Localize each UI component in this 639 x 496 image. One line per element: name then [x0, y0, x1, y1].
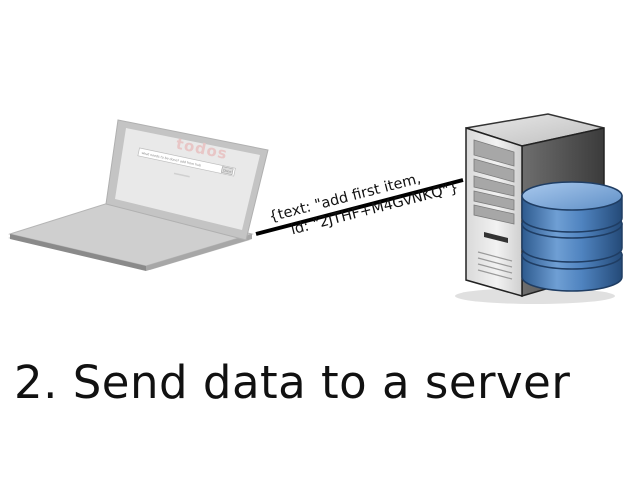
laptop-done-button [220, 166, 234, 176]
laptop-base-edge [10, 234, 146, 271]
server-vents [477, 251, 513, 280]
server-shadow [455, 288, 615, 304]
database [521, 181, 623, 292]
laptop-footer-line [173, 172, 190, 178]
laptop-todo-input [137, 147, 236, 177]
connection-line [255, 178, 464, 236]
step-caption: 2. Send data to a server [14, 356, 571, 409]
laptop-button-label: Done [223, 168, 232, 174]
database-top-face [521, 181, 623, 211]
laptop: todos what needs to be done? add from hu… [8, 119, 269, 271]
laptop-base-edge-right [146, 234, 252, 271]
server-power-slot [484, 232, 508, 243]
server-drive-bays [473, 139, 515, 225]
